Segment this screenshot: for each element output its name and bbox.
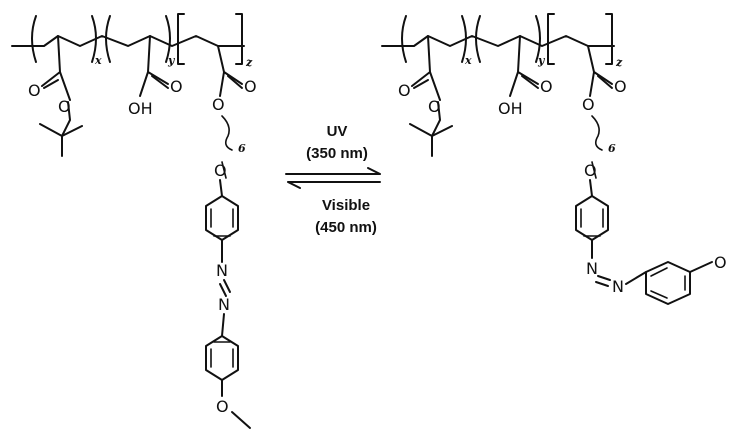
methoxy-bond-r: [689, 261, 713, 273]
phenoxy-oxygen-r: O: [584, 161, 597, 180]
acid-hydroxyl-r: OH: [498, 99, 523, 118]
cis-polymer: x y z O O O OH O O 6 O N N O: [381, 13, 727, 305]
azo-nitrogen-1-r: N: [586, 259, 598, 278]
methoxy-methyl: [231, 411, 251, 429]
methoxy-oxygen: O: [216, 397, 229, 416]
uv-label: UV: [327, 123, 348, 140]
acid-carbonyl: [151, 75, 169, 89]
phenoxy-bond-r: [589, 179, 593, 197]
ester-oxygen-carbonyl-r: O: [398, 81, 411, 100]
azo-nitrogen-1: N: [216, 261, 228, 280]
subscript-y: y: [167, 54, 176, 67]
ring-lower-inner: [210, 341, 234, 368]
acid-hydroxyl: OH: [128, 99, 153, 118]
azo-ester-carbonyl: [227, 75, 243, 89]
bracket-z-open-r: [547, 13, 555, 65]
azo-double-bond: [219, 279, 231, 297]
hexyl-spacer-r: [591, 115, 603, 179]
spacer-six: 6: [238, 142, 246, 155]
bracket-x-open: [31, 15, 37, 63]
bracket-z-close-r: [605, 13, 613, 65]
forward-arrow: [285, 167, 381, 175]
acid-branch-r: [509, 35, 539, 97]
bracket-y-open-r: [475, 15, 481, 63]
trans-polymer: x y z O O O OH O O 6 O N N O: [11, 13, 257, 429]
ester-oxygen-carbonyl: O: [28, 81, 41, 100]
ester-carbonyl-1: [43, 79, 59, 89]
bracket-x-close-r: [461, 15, 467, 63]
ester-branch-r: [409, 35, 453, 157]
subscript-z-r: z: [615, 56, 623, 69]
acid-carbonyl-r: [521, 75, 539, 89]
uv-wavelength: (350 nm): [306, 145, 368, 162]
azo-ester-oxygen: O: [212, 95, 225, 114]
acid-oxygen-r: O: [540, 77, 553, 96]
azo-double-bond-r: [595, 275, 611, 287]
azo-ester-branch-r: [587, 45, 613, 97]
subscript-x-r: x: [464, 54, 472, 67]
ring-side-r: [645, 261, 691, 305]
azo-ester-oxygen-r: O: [582, 95, 595, 114]
bracket-x-close: [91, 15, 97, 63]
acid-branch: [139, 35, 169, 97]
ester-branch-1: [39, 35, 83, 157]
subscript-z: z: [245, 56, 253, 69]
phenoxy-oxygen: O: [214, 161, 227, 180]
acid-oxygen: O: [170, 77, 183, 96]
azo-nitrogen-2-r: N: [612, 277, 624, 296]
phenoxy-bond: [219, 179, 223, 197]
azo-bond-down: [221, 313, 225, 337]
backbone-right: [381, 35, 615, 47]
azo-ester-branch: [217, 45, 243, 97]
ring-upper-inner: [210, 208, 234, 237]
ring-side-inner-r: [650, 267, 686, 299]
equilibrium-arrows: UV (350 nm) Visible (450 nm): [285, 123, 381, 236]
azo-bond-side-r: [625, 271, 647, 285]
azo-carbonyl-oxygen: O: [244, 77, 257, 96]
bracket-z-open: [177, 13, 185, 65]
visible-label: Visible: [322, 197, 370, 214]
spacer-six-r: 6: [608, 142, 616, 155]
backbone-left: [11, 35, 245, 47]
bracket-x-open-r: [401, 15, 407, 63]
methoxy-oxygen-r: O: [714, 253, 727, 272]
reverse-arrow: [287, 181, 381, 189]
azo-carbonyl-oxygen-r: O: [614, 77, 627, 96]
visible-wavelength: (450 nm): [315, 219, 377, 236]
azo-nitrogen-2: N: [218, 295, 230, 314]
subscript-x: x: [94, 54, 102, 67]
ester-carbonyl-r: [413, 79, 429, 89]
bracket-y-close: [165, 15, 171, 63]
ester-oxygen-link-r: O: [428, 97, 441, 116]
ester-oxygen-link: O: [58, 97, 71, 116]
hexyl-spacer: [221, 115, 233, 179]
subscript-y-r: y: [537, 54, 546, 67]
ring-upper-inner-r: [580, 208, 604, 237]
bracket-z-close: [235, 13, 243, 65]
bracket-y-close-r: [535, 15, 541, 63]
azo-ester-carbonyl-r: [597, 75, 613, 89]
bracket-y-open: [105, 15, 111, 63]
